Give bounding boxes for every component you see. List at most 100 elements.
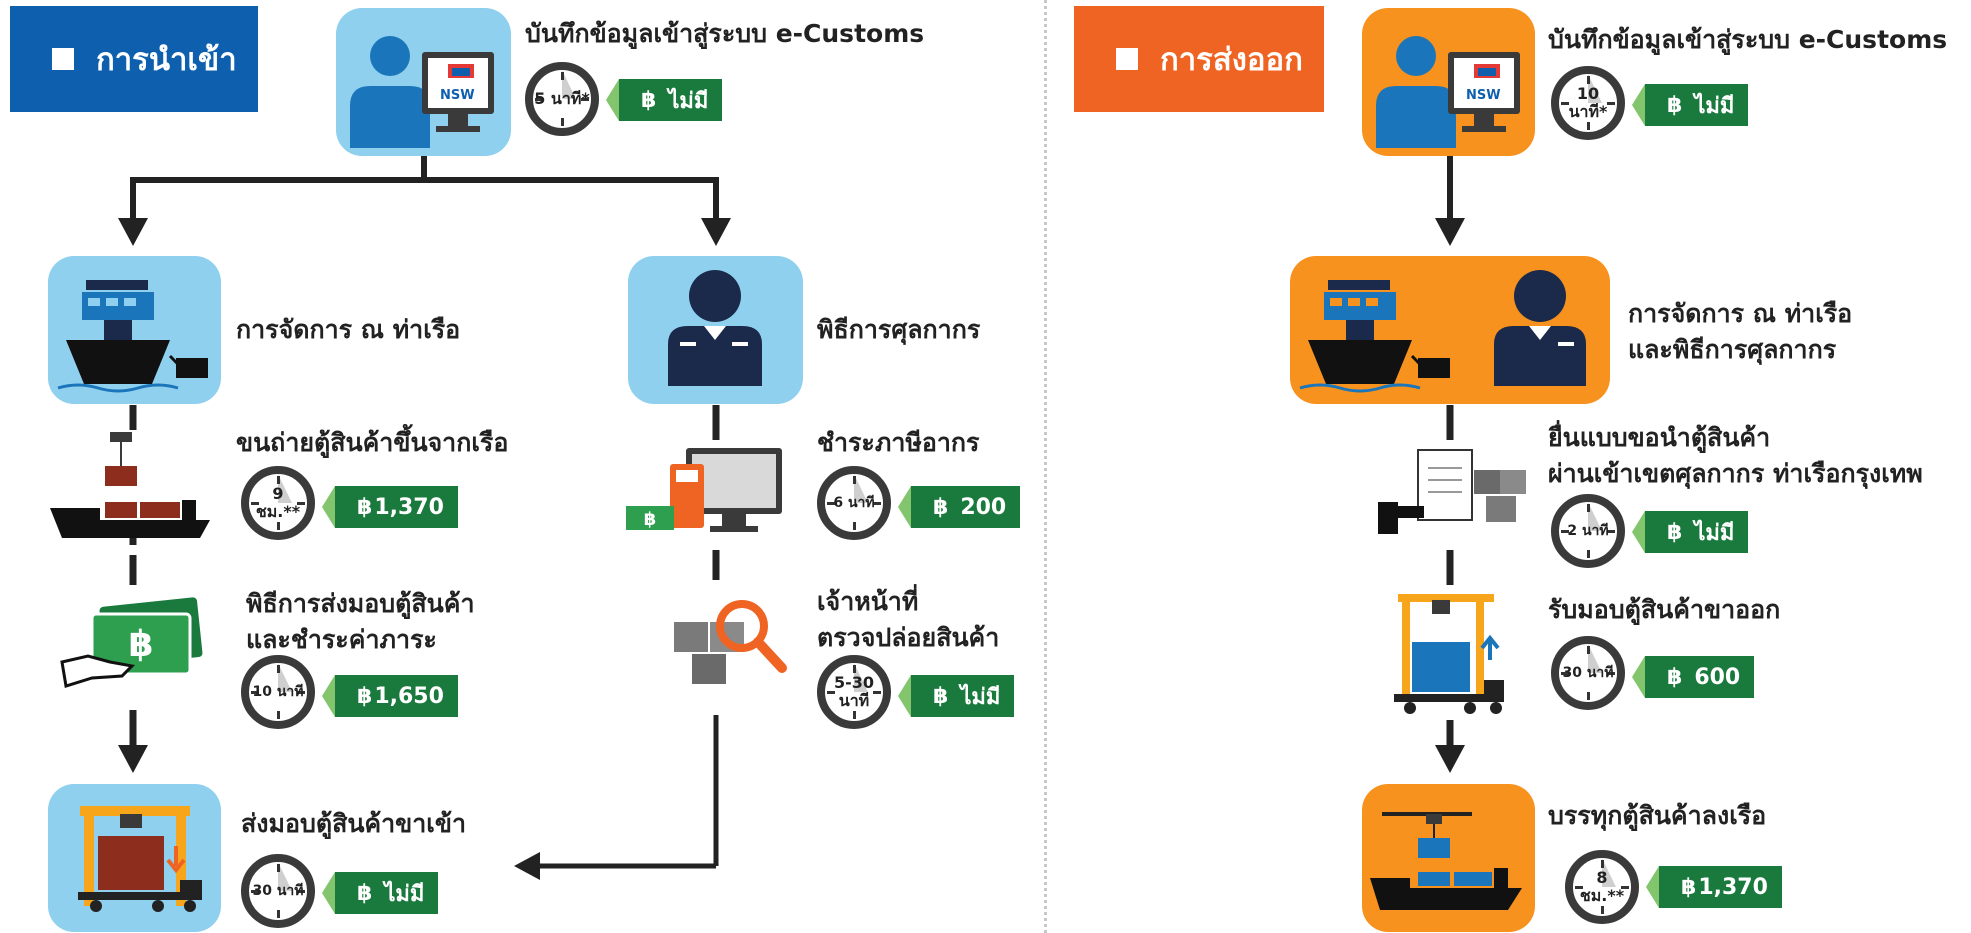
baht-icon: ฿ [1681,874,1697,900]
port-customs-icon-box [1290,256,1610,404]
import-ecustoms-time: 5 นาที* [534,89,590,108]
handover-fee: 1,650 [374,683,444,709]
baht-icon: ฿ [1667,92,1683,118]
deliver-time: 30 นาที [252,883,304,899]
export-section-label: การส่งออก [1074,6,1324,112]
export-label-text: การส่งออก [1160,42,1303,78]
unload-title: ขนถ่ายตู้สินค้าขึ้นจากเรือ [236,428,509,457]
inspect-timer-icon: 5-30 นาที [817,655,891,729]
cash-baht-symbol: ฿ [128,624,153,665]
receive-fee-badge: ฿ 600 [1631,656,1755,698]
import-ecustoms-fee: ไม่มี [668,88,709,114]
export-ecustoms-timer-icon: 10 นาที* [1551,66,1625,140]
inspect-fee: ไม่มี [960,684,1001,710]
receive-timer-icon: 30 นาที [1551,636,1625,710]
pay-tax-fee-badge: ฿ 200 [897,486,1021,528]
submit-time: 2 นาที [1567,523,1609,539]
export-ecustoms-fee: ไม่มี [1694,93,1735,119]
container-crane-truck-up-icon [1394,594,1504,714]
deliver-title: ส่งมอบตู้สินค้าขาเข้า [241,809,466,838]
customs-title: พิธีการศุลกากร [817,315,981,344]
container-crane-truck-icon [78,806,202,912]
baht-icon: ฿ [357,683,373,709]
officer-at-computer-icon [1376,36,1520,148]
import-ecustoms-title: บันทึกข้อมูลเข้าสู่ระบบ e-Customs [525,19,925,48]
submit-title-line2: ผ่านเข้าเขตศุลกากร ท่าเรือกรุงเทพ [1548,459,1923,488]
inspect-title: เจ้าหน้าที่ ตรวจปล่อยสินค้า [817,584,999,656]
crane-ship-icon [50,432,210,538]
ecustoms-export-icon-box: NSW [1362,8,1535,156]
receive-title: รับมอบตู้สินค้าขาออก [1548,595,1781,624]
officer-at-computer-icon [350,36,494,148]
customs-officer-icon [668,270,762,386]
export-ecustoms-time-line2: นาที* [1568,102,1608,121]
port-customs-title: การจัดการ ณ ท่าเรือ และพิธีการศุลกากร [1628,296,1852,368]
submit-title: ยื่นแบบขอนำตู้สินค้า ผ่านเข้าเขตศุลกากร … [1548,420,1923,492]
deliver-fee-badge: ฿ ไม่มี [321,872,439,914]
load-time-line1: 8 [1596,868,1608,887]
port-handling-icon-box [48,256,221,404]
export-ecustoms-fee-badge: ฿ ไม่มี [1631,84,1749,126]
handover-title: พิธีการส่งมอบตู้สินค้า และชำระค่าภาระ [246,586,475,658]
customs-icon-box [628,256,803,404]
submit-fee-badge: ฿ ไม่มี [1631,511,1749,553]
submit-fee: ไม่มี [1694,520,1735,546]
unload-fee-badge: ฿ 1,370 [322,486,458,528]
tax-baht-symbol: ฿ [644,509,657,530]
nsw-screen-logo: NSW [1466,88,1501,103]
pay-tax-title: ชำระภาษีอากร [817,428,980,457]
ship-icon [57,280,208,393]
baht-icon: ฿ [933,683,949,709]
inspect-time-line1: 5-30 [833,673,875,692]
unload-timer-icon: 9 ชม.** [241,466,315,540]
export-ecustoms-title: บันทึกข้อมูลเข้าสู่ระบบ e-Customs [1548,25,1948,54]
bullet-square-icon [1116,48,1138,70]
load-time-line2: ชม.** [1579,886,1625,905]
pay-tax-timer-icon: 6 นาที [817,466,891,540]
handover-fee-badge: ฿ 1,650 [322,675,458,717]
ecustoms-import-icon-box: NSW [336,8,511,156]
baht-icon: ฿ [1667,519,1683,545]
deliver-icon-box [48,784,221,932]
payment-cash-icon: ฿ [60,597,203,688]
unload-time-line1: 9 [272,484,284,503]
baht-icon: ฿ [641,87,657,113]
import-ecustoms-fee-badge: ฿ ไม่มี [605,79,723,121]
import-label-text: การนำเข้า [96,42,237,78]
section-divider [1044,0,1047,933]
inspect-time-line2: นาที [838,691,870,710]
baht-icon: ฿ [357,880,373,906]
load-title: บรรทุกตู้สินค้าลงเรือ [1548,801,1767,830]
pay-tax-fee: 200 [960,494,1007,520]
port-customs-title-line1: การจัดการ ณ ท่าเรือ [1628,299,1853,328]
unload-fee: 1,370 [374,494,444,520]
pay-tax-time: 6 นาที [833,495,875,511]
baht-icon: ฿ [1667,664,1683,690]
load-icon-box [1362,784,1535,932]
port-handling-title: การจัดการ ณ ท่าเรือ [236,315,461,344]
document-boxes-icon [1378,449,1526,534]
handover-title-line1: พิธีการส่งมอบตู้สินค้า [246,589,475,618]
load-timer-icon: 8 ชม.** [1565,850,1639,924]
handover-time: 10 นาที [252,684,304,700]
inspect-fee-badge: ฿ ไม่มี [897,675,1015,717]
port-customs-title-line2: และพิธีการศุลกากร [1628,335,1837,364]
deliver-fee: ไม่มี [384,881,425,907]
submit-timer-icon: 2 นาที [1551,494,1625,568]
tax-payment-computer-icon: ฿ [626,448,782,532]
inspect-boxes-magnifier-icon [674,600,787,684]
deliver-timer-icon: 30 นาที [241,854,315,928]
inspect-title-line1: เจ้าหน้าที่ [817,587,919,616]
handover-timer-icon: 10 นาที [241,655,315,729]
inspect-title-line2: ตรวจปล่อยสินค้า [817,623,1000,652]
bullet-square-icon [52,48,74,70]
load-fee-badge: ฿ 1,370 [1646,866,1782,908]
receive-time: 30 นาที [1562,665,1614,681]
receive-fee: 600 [1694,664,1741,690]
submit-title-line1: ยื่นแบบขอนำตู้สินค้า [1548,423,1771,452]
nsw-screen-logo: NSW [440,88,475,103]
import-section-label: การนำเข้า [10,6,258,112]
load-fee: 1,370 [1698,874,1768,900]
handover-title-line2: และชำระค่าภาระ [246,625,437,654]
export-ecustoms-time-line1: 10 [1576,84,1600,103]
